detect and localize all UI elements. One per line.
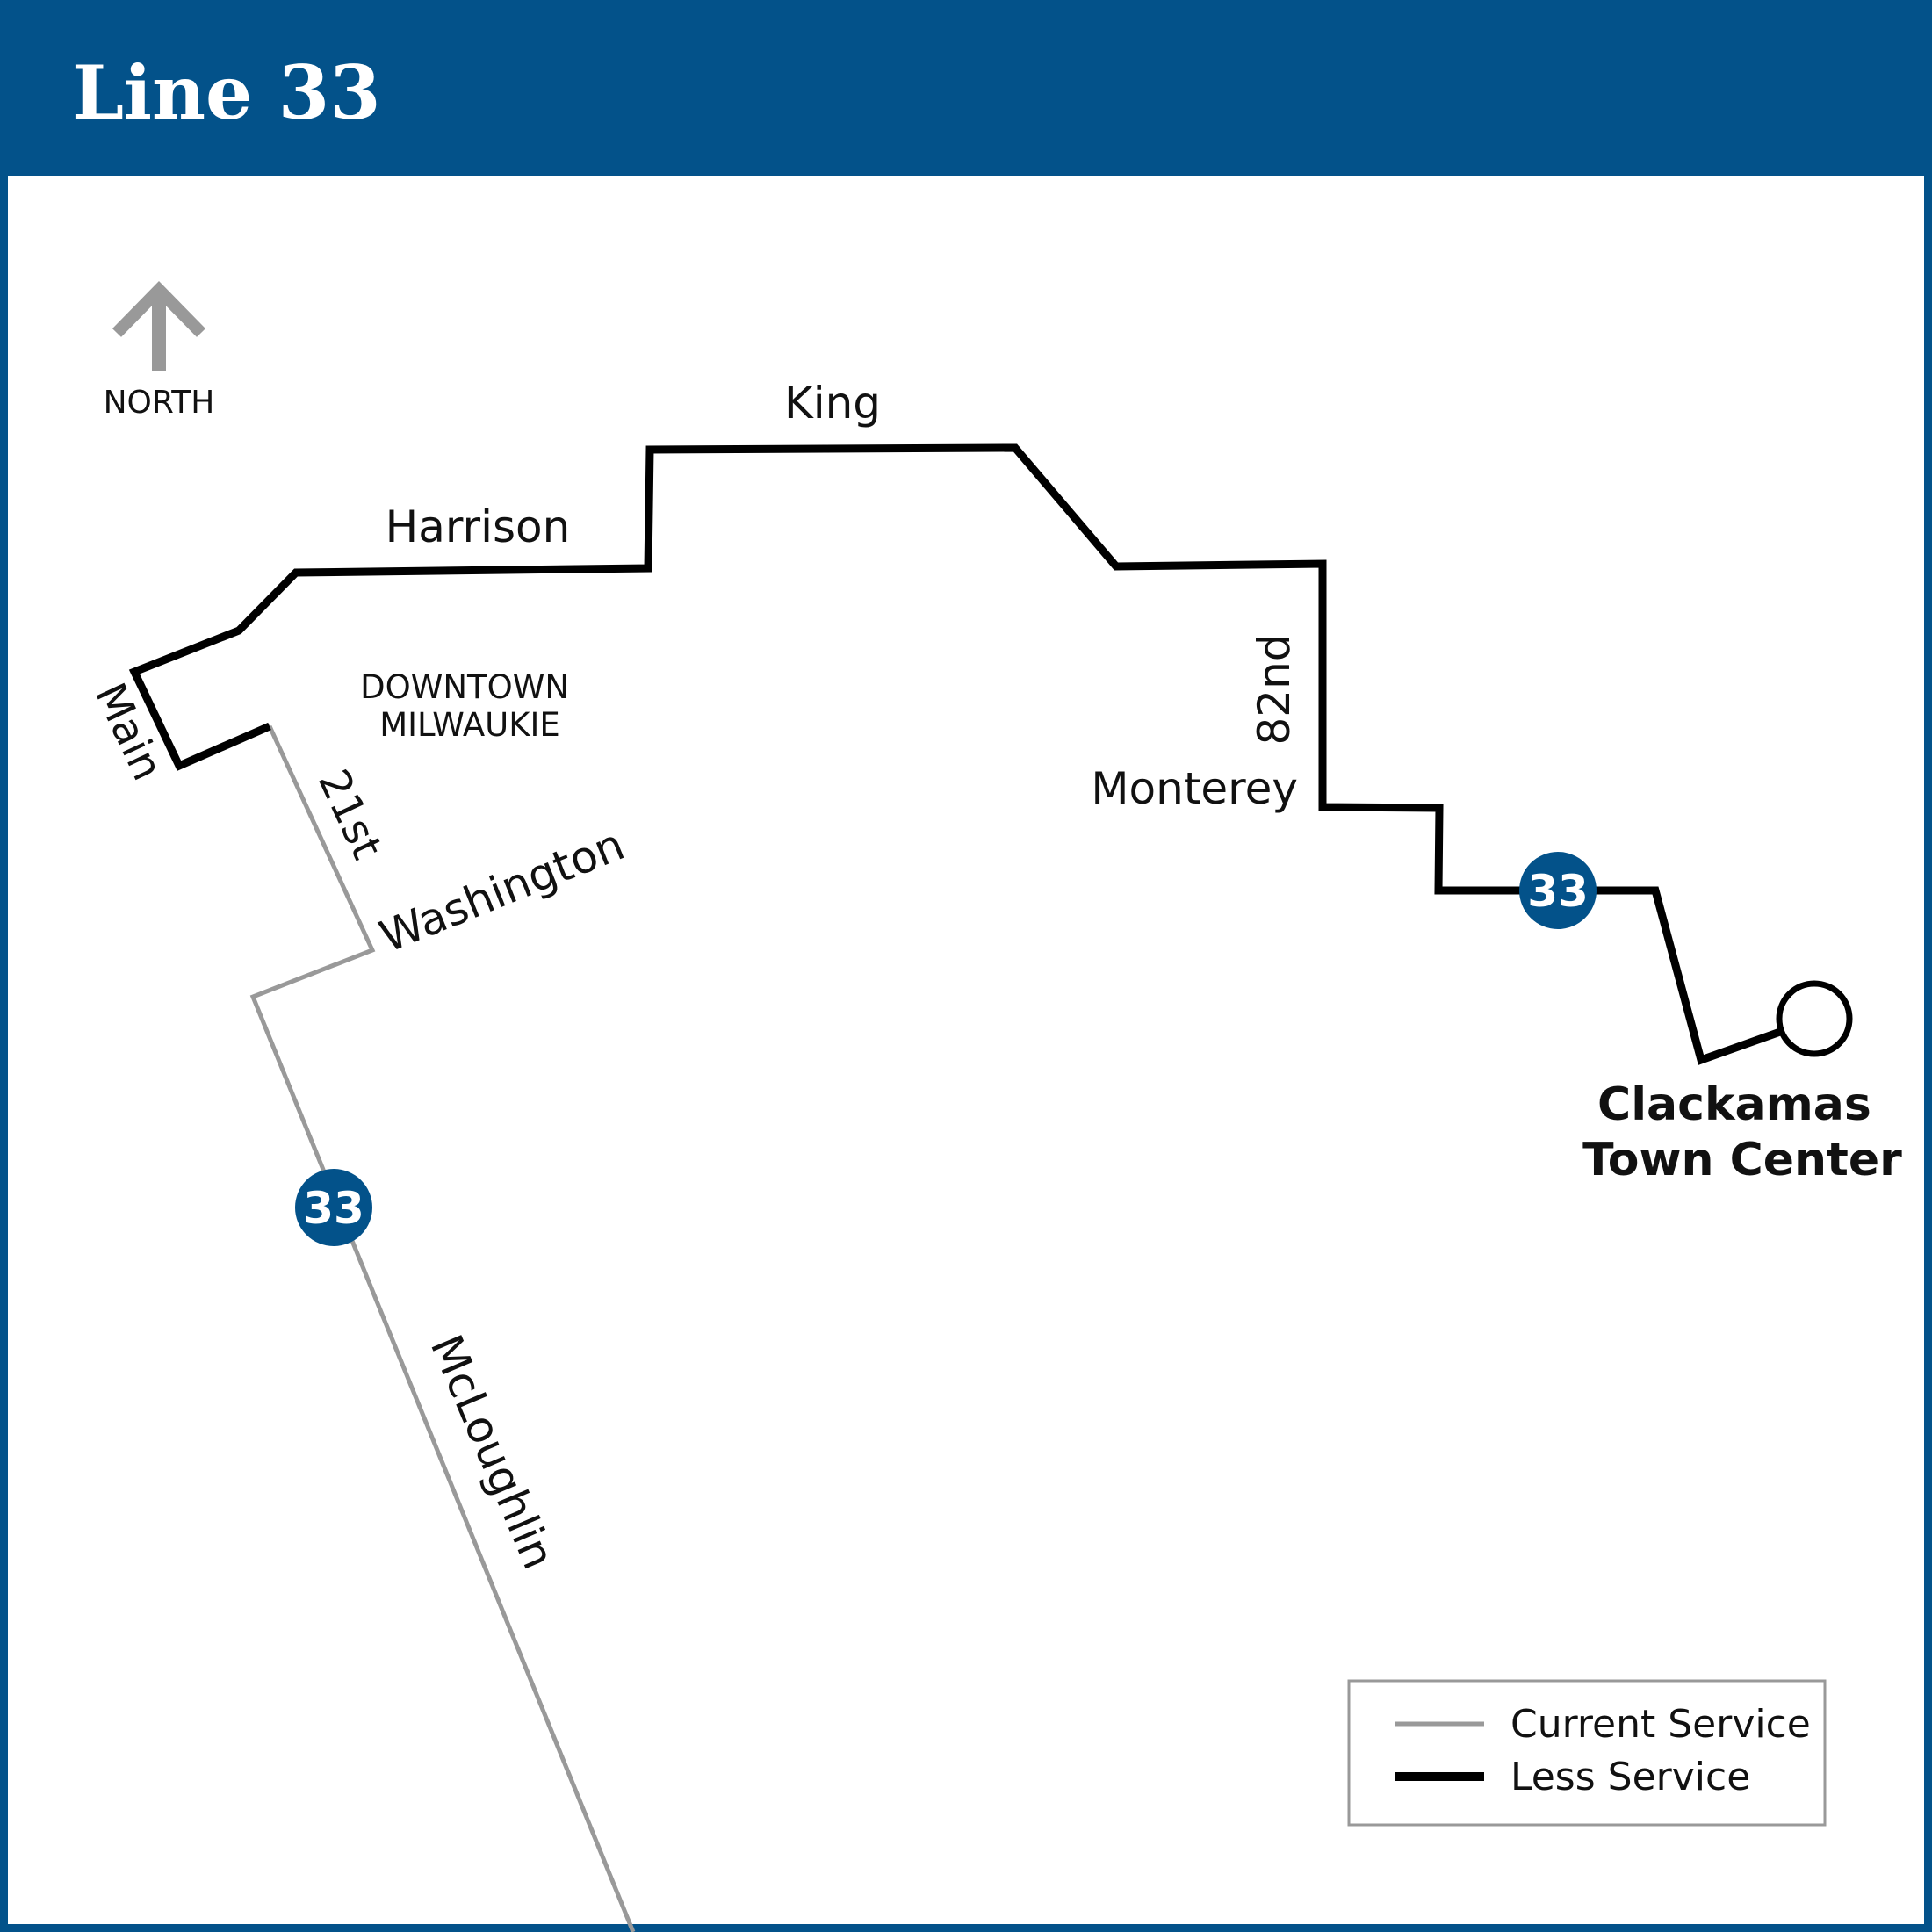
legend: Current Service Less Service: [1347, 1679, 1827, 1827]
terminal-stop-icon: [1776, 980, 1853, 1057]
legend-current-label: Current Service: [1510, 1702, 1811, 1747]
legend-less-label: Less Service: [1510, 1755, 1750, 1799]
street-label-mcloughlin: McLoughlin: [421, 1328, 565, 1576]
route-badge-label: 33: [1527, 866, 1589, 917]
street-label-21st: 21st: [308, 762, 392, 867]
north-arrow-icon: [112, 280, 206, 371]
street-label-monterey: Monterey: [1091, 763, 1298, 814]
street-label-king: King: [784, 378, 881, 429]
route-badge-icon: 33: [1519, 852, 1597, 929]
street-label-washington: Washington: [373, 818, 631, 962]
current-service-route: [249, 724, 636, 1932]
terminal-label-line1: Clackamas: [1597, 1078, 1871, 1131]
area-label: DOWNTOWN MILWAUKIE: [360, 668, 580, 744]
terminal-label: Clackamas Town Center: [1582, 1078, 1902, 1186]
street-label-harrison: Harrison: [386, 501, 571, 552]
header-bar: Line 33: [0, 0, 1932, 176]
north-label: NORTH: [104, 385, 215, 421]
area-label-line2: MILWAUKIE: [379, 706, 560, 744]
route-badge-label: 33: [303, 1183, 364, 1234]
route-badge-icon: 33: [295, 1169, 372, 1246]
street-label-82nd: 82nd: [1249, 633, 1300, 745]
terminal-label-line2: Town Center: [1582, 1134, 1902, 1186]
area-label-line1: DOWNTOWN: [360, 668, 569, 706]
page-title: Line 33: [72, 49, 381, 136]
less-service-route: [128, 443, 1782, 1065]
